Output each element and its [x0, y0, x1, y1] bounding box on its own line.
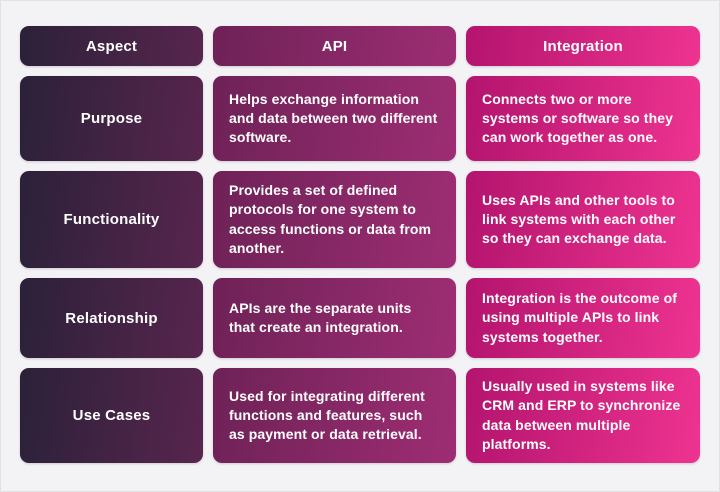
- row-label-purpose: Purpose: [20, 76, 203, 161]
- cell-use-cases-api: Used for integrating different functions…: [213, 368, 456, 463]
- cell-functionality-api: Provides a set of defined protocols for …: [213, 171, 456, 268]
- header-cell-integration: Integration: [466, 26, 700, 66]
- cell-use-cases-integration: Usually used in systems like CRM and ERP…: [466, 368, 700, 463]
- row-label-use-cases: Use Cases: [20, 368, 203, 463]
- row-label-relationship: Relationship: [20, 278, 203, 358]
- header-cell-aspect: Aspect: [20, 26, 203, 66]
- cell-relationship-api: APIs are the separate units that create …: [213, 278, 456, 358]
- cell-relationship-integration: Integration is the outcome of using mult…: [466, 278, 700, 358]
- cell-purpose-api: Helps exchange information and data betw…: [213, 76, 456, 161]
- row-label-functionality: Functionality: [20, 171, 203, 268]
- cell-functionality-integration: Uses APIs and other tools to link system…: [466, 171, 700, 268]
- cell-purpose-integration: Connects two or more systems or software…: [466, 76, 700, 161]
- header-cell-api: API: [213, 26, 456, 66]
